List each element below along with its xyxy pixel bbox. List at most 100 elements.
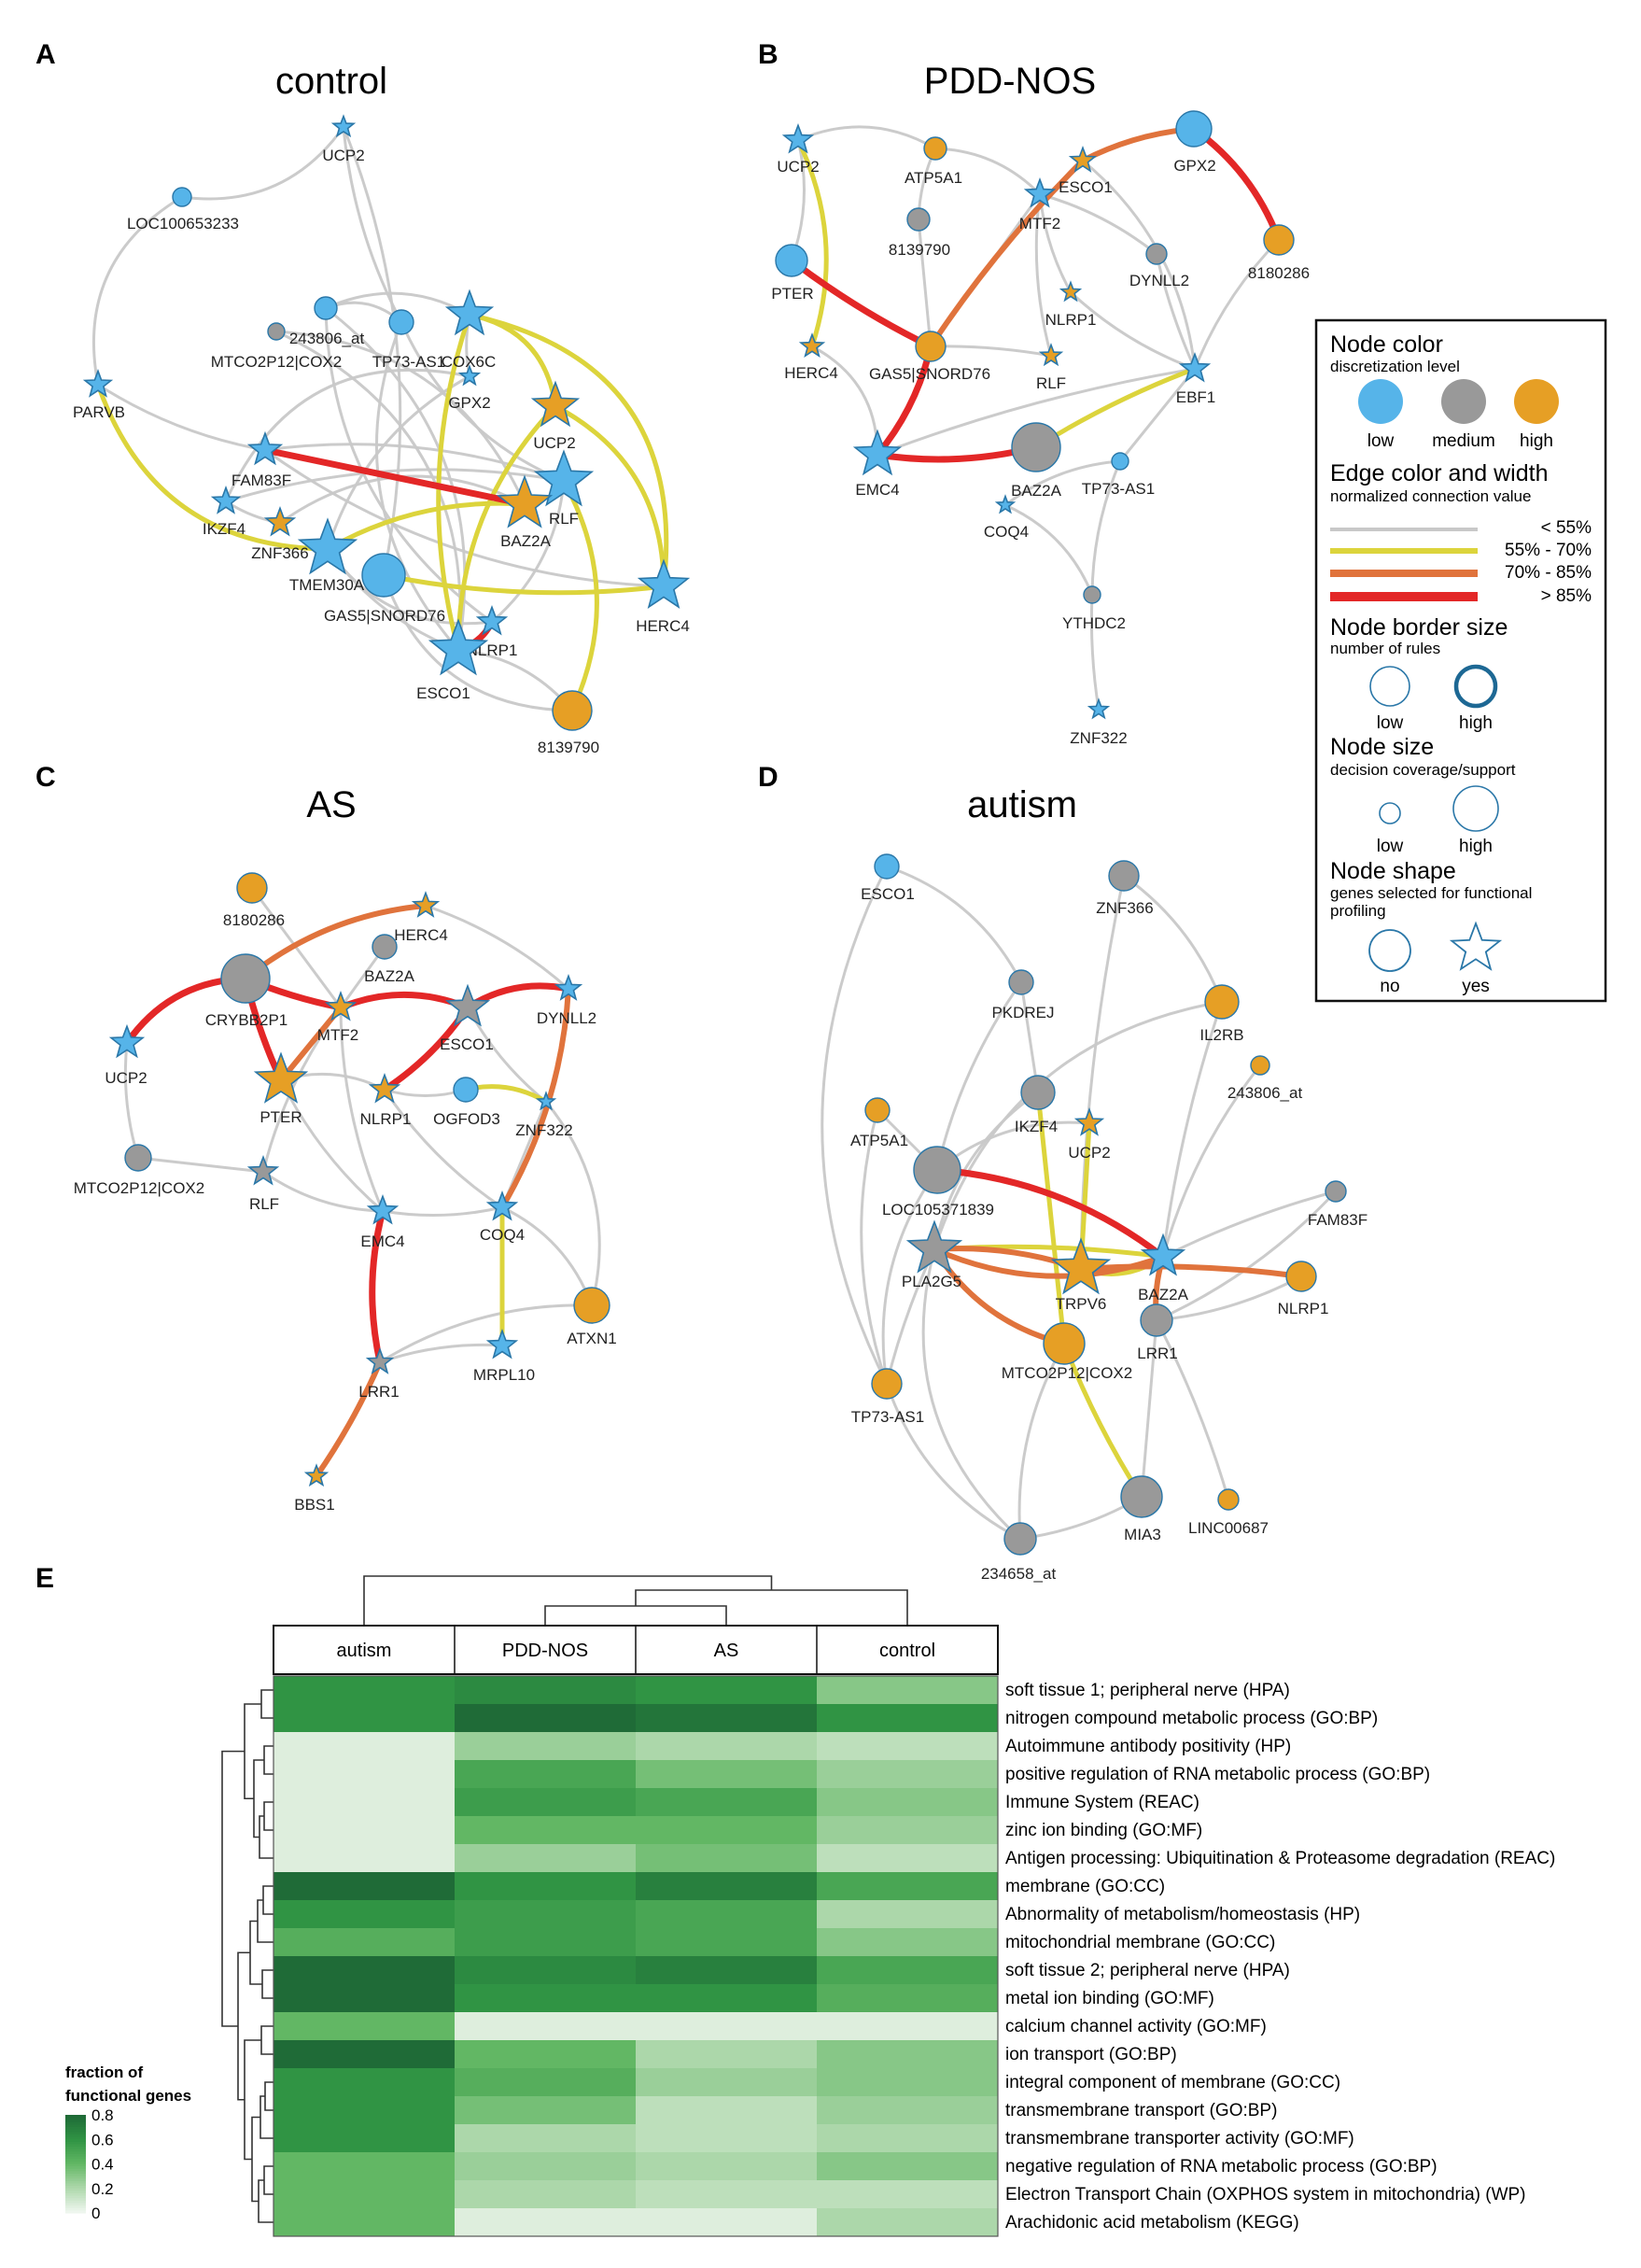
heatmap-cell [636,1816,818,1845]
node-emc4-label: EMC4 [360,1233,404,1250]
edge-coq4-atxn1 [500,1205,594,1307]
edge-tp73-esco1 [374,320,460,652]
heatmap-row-label: transmembrane transporter activity (GO:M… [1005,2129,1354,2148]
panel-letter-b: B [758,39,778,70]
node-ucp2b-star [530,380,581,428]
node-n8180286-label: 8180286 [1248,264,1310,282]
heatmap-cell [636,2068,818,2097]
colorbar-step [65,2205,86,2209]
node-n8180286-circle [1263,224,1295,256]
node-atp5a1-circle [864,1097,891,1123]
heatmap-cell [274,1872,456,1901]
heatmap-cell [455,2152,637,2181]
panel-c: C AS 8180286HERC4BAZ2ACRYBB2P1MTF2ESCO1D… [35,762,617,1514]
node-mtf2-star [324,991,358,1021]
colorbar-step [65,2117,86,2120]
node-mia3-label: MIA3 [1124,1526,1161,1543]
node-nlrp1-circle [1285,1261,1317,1292]
edge-rlf-n8139790 [561,478,599,713]
heatmap-cell [455,1788,637,1817]
heatmap-cell [455,2040,637,2069]
colorbar-gradient [65,2115,86,2214]
heatmap-row-label: calcium channel activity (GO:MF) [1005,2017,1267,2036]
colorbar-step [65,2203,86,2206]
node-rlf-label: RLF [1036,374,1066,392]
node-herc4-star [798,332,826,359]
edge-ucp2-atp5a1 [796,125,937,150]
colorbar-step [65,2168,86,2172]
legend-medium-swatch [1441,379,1486,424]
node-ogfod3-circle [453,1077,479,1103]
node-ucp2-star [108,1023,146,1059]
heatmap-cell [274,2040,456,2069]
edge-nlrp1-rlf [490,479,566,624]
heatmap-cell [455,1956,637,1985]
heatmap-cell [455,1704,637,1733]
node-tp73-circle [871,1368,903,1400]
legend-border-high-label: high [1459,713,1493,733]
dendro-left-s [221,1750,245,2027]
node-bbs1-star [303,1463,330,1487]
heatmap-cell [817,1676,999,1705]
heatmap-cell [274,1788,456,1817]
edge-dynll2-ebf1 [1155,252,1197,371]
heatmap-cell [817,1956,999,1985]
heatmap-cell [817,2040,999,2069]
node-dynll2-star [554,974,583,1001]
edge-gpx2-ikzf4 [224,368,471,503]
heatmap-column-pdd-nos: PDD-NOS [502,1641,588,1661]
colorbar-step [65,2147,86,2150]
node-znf322-star [1087,697,1111,720]
legend-border-sub: number of rules [1330,640,1440,657]
node-baz2a-label: BAZ2A [1011,482,1062,500]
heatmap-cell [636,1900,818,1929]
legend-border-high-swatch [1453,664,1498,709]
legend-size-low-swatch [1379,802,1401,824]
colorbar-tick-label: 0.2 [91,2180,114,2198]
heatmap-cell [274,2124,456,2153]
node-tp73-label: TP73-AS1 [372,353,445,371]
node-ebf1-label: EBF1 [1176,388,1216,406]
edge-ikzf4-rlf [224,468,566,503]
heatmap-cell [274,2012,456,2041]
colorbar-tick-label: 0 [91,2205,100,2222]
legend-medium-label: medium [1432,431,1495,451]
node-gpx2-star [457,364,482,387]
edge-ebf1-emc4 [876,367,1197,457]
panel-letter-a: A [35,39,56,70]
colorbar-step [65,2134,86,2138]
heatmap-cell [455,1872,637,1901]
node-coq4-star [485,1190,519,1221]
colorbar-step [65,2129,86,2133]
node-parvb-label: PARVB [73,403,125,421]
node-pter-label: PTER [771,285,813,303]
legend-low-label: low [1368,431,1395,451]
edge-esco1-tp73 [820,865,889,1386]
node-esco1-star [1068,146,1098,173]
node-atxn1-circle [573,1287,610,1324]
node-ebf1-star [1178,352,1212,383]
colorbar-step [65,2161,86,2165]
edge-atp5a1-tp73 [860,1108,889,1386]
node-fam83f-label: FAM83F [1308,1211,1368,1229]
edge-fam83f-baz2a [1161,1190,1338,1259]
node-mtf2-star [1023,177,1057,208]
colorbar-step [65,2186,86,2190]
node-lrr1-circle [1140,1303,1173,1337]
node-baz2a-star [496,474,554,528]
node-mtco-label: MTCO2P12|COX2 [74,1179,204,1197]
colorbar-ticks: 0.80.60.40.20 [91,2106,114,2222]
node-ythdc2-circle [1083,585,1101,604]
node-esco1-label: ESCO1 [440,1035,494,1053]
edge-ucp2b-herc4 [553,403,666,589]
heatmap-row-label: transmembrane transport (GO:BP) [1005,2101,1277,2120]
node-linc-circle [1217,1488,1240,1511]
node-znf366-label: ZNF366 [251,544,308,562]
heatmap-cell [817,2096,999,2125]
heatmap-row-label: negative regulation of RNA metabolic pro… [1005,2157,1438,2176]
legend-shape-sub2: profiling [1330,902,1386,920]
legend-shape-yes-label: yes [1462,977,1490,996]
node-pkdrej-circle [1008,969,1034,995]
colorbar-step [65,2163,86,2167]
panel-letter-e: E [35,1563,54,1594]
